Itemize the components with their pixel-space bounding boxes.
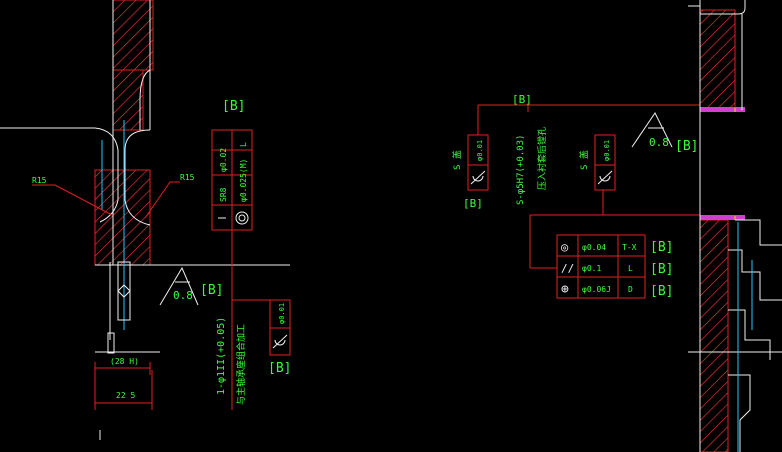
fcf-left-row4: SR8 [219, 187, 228, 202]
fcf-row2-symbol: // [561, 262, 574, 275]
right-small-fcf-b [594, 134, 616, 191]
left-small-fcf [269, 299, 291, 356]
datum-label-left-note: [B] [268, 361, 291, 376]
datum-label-row2: [B] [650, 262, 673, 277]
side-note-a: S 盖 [451, 150, 463, 170]
fcf-right-small-a-value: φ0.01 [476, 140, 484, 161]
fcf-row3-symbol: ⊕ [561, 282, 569, 297]
fcf-row3-value: φ0.06J [582, 285, 611, 294]
datum-label-top-left: [B] [222, 99, 245, 114]
fcf-row1-ref: T-X [622, 243, 637, 252]
fcf-row2-value: φ0.1 [582, 264, 601, 273]
right-leaders [477, 104, 700, 269]
surface-roughness-left [159, 266, 199, 306]
datum-label-top-right: [B] [512, 93, 532, 106]
surface-roughness-left-value: 0.8 [173, 289, 193, 302]
vertical-note-right-1: S-φ5H7(+0.03) [516, 135, 526, 205]
datum-label-right-side: [B] [675, 139, 698, 154]
fcf-left-small-value: φ0.01 [278, 303, 286, 324]
left-centerlines [101, 120, 125, 330]
fcf-row3-ref: D [628, 285, 633, 294]
vertical-note-left-1: 1-φ1II(+0.05) [216, 317, 227, 395]
fcf-left-row1: L [239, 142, 248, 147]
fcf-left-row3: φ0.02 [219, 148, 228, 172]
left-contour [0, 127, 290, 340]
fcf-right-small-b-value: φ0.01 [603, 140, 611, 161]
dimension-small: (28 H) [110, 357, 139, 366]
vertical-note-right-2: 压入衬套后镗孔 [536, 127, 548, 190]
fcf-row1-value: φ0.04 [582, 243, 606, 252]
left-dimension-lines [94, 362, 153, 410]
left-vertical-fcf [211, 129, 270, 410]
fcf-left-row2: φ0.025(M) [239, 159, 248, 202]
surface-roughness-right [631, 112, 673, 148]
vertical-note-left-2: 与主轴承座组合加工 [235, 324, 247, 405]
fcf-row2-ref: L [628, 264, 633, 273]
right-centerlines [737, 222, 753, 452]
datum-label-row3: [B] [650, 284, 673, 299]
surface-roughness-right-value: 0.8 [649, 136, 669, 149]
fcf-row1-symbol: ◎ [561, 240, 568, 254]
datum-label-left-bottom: [B] [200, 283, 223, 298]
right-hatched-wall [688, 0, 782, 452]
right-small-fcf-a [467, 134, 489, 191]
right-fcf-table [556, 234, 646, 299]
r15-label-left: R15 [32, 176, 47, 185]
datum-label-row1: [B] [650, 240, 673, 255]
left-bolt-detail [95, 261, 160, 440]
dimension-bottom: 22 5 [116, 391, 135, 400]
r15-leaders [32, 181, 180, 219]
side-note-b: S 盖 [578, 150, 590, 170]
r15-label-right: R15 [180, 173, 195, 182]
datum-label-right-note: [B] [463, 197, 483, 210]
